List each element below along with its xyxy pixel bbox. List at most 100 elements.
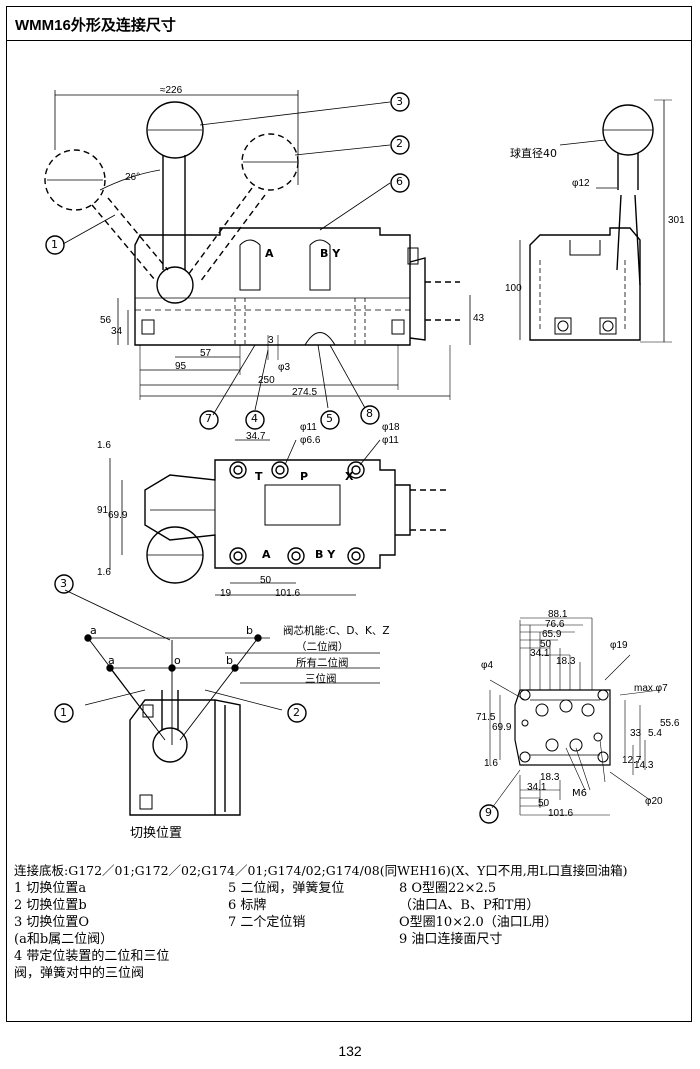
dim-phi-4: φ4 bbox=[481, 660, 494, 671]
note-item: 2 切换位置b bbox=[14, 898, 87, 913]
dim-88-1: 88.1 bbox=[548, 609, 568, 620]
dim-50-plan: 50 bbox=[260, 575, 272, 586]
port-label-by-plan: B Y bbox=[315, 548, 336, 561]
callout-3-switch: 3 bbox=[60, 577, 67, 590]
callout-2-switch: 2 bbox=[293, 706, 300, 719]
callout-6: 6 bbox=[396, 175, 403, 188]
dim-76-6: 76.6 bbox=[545, 619, 565, 630]
port-label-a-plan: A bbox=[262, 548, 271, 561]
switch-b-upper: b bbox=[246, 624, 253, 637]
callout-1: 1 bbox=[51, 238, 58, 251]
dim-301: 301 bbox=[668, 215, 685, 226]
dim-phi-3: φ3 bbox=[278, 362, 291, 373]
callout-4: 4 bbox=[251, 412, 258, 425]
dim-250: 250 bbox=[258, 375, 275, 386]
dim-phi-11-b: φ11 bbox=[382, 435, 399, 446]
note-item: (a和b属二位阀） bbox=[14, 932, 114, 947]
port-label-a: A bbox=[265, 247, 274, 260]
dim-91: 91 bbox=[97, 505, 109, 516]
dim-65-9: 65.9 bbox=[542, 629, 562, 640]
callout-3: 3 bbox=[396, 95, 403, 108]
switch-position-view bbox=[64, 589, 380, 816]
port-label-p: P bbox=[300, 470, 309, 483]
page-number: 132 bbox=[338, 1043, 362, 1059]
three-position-label: 三位阀 bbox=[305, 673, 337, 685]
note-item: 7 二个定位销 bbox=[228, 915, 306, 930]
dim-34-7: 34.7 bbox=[246, 431, 266, 442]
dim-phi-18: φ18 bbox=[382, 422, 400, 433]
spool-types-label: 阀芯机能:C、D、K、Z bbox=[283, 625, 390, 637]
dim-approx-226: ≈226 bbox=[160, 85, 183, 96]
dim-33: 33 bbox=[630, 728, 642, 739]
dim-5-4: 5.4 bbox=[648, 728, 662, 739]
port-label-by: B Y bbox=[320, 247, 341, 260]
two-position-label: （二位阀） bbox=[296, 641, 349, 653]
note-item: 3 切换位置O bbox=[14, 915, 90, 930]
dim-19: 19 bbox=[220, 588, 232, 599]
note-item: 8 O型圈22×2.5 bbox=[399, 881, 497, 896]
page-title: WMM16外形及连接尺寸 bbox=[15, 17, 176, 34]
dim-50-port: 50 bbox=[540, 639, 552, 650]
ball-diameter-label: 球直径40 bbox=[510, 147, 557, 160]
dim-71-5: 71.5 bbox=[476, 712, 496, 723]
callout-2: 2 bbox=[396, 137, 403, 150]
note-item: 阀，弹簧对中的三位阀 bbox=[14, 966, 145, 981]
dim-95: 95 bbox=[175, 361, 187, 372]
switch-caption: 切换位置 bbox=[130, 826, 183, 841]
dim-101-6-port: 101.6 bbox=[548, 808, 574, 819]
ball-position-a bbox=[44, 149, 106, 211]
dim-max-phi-7: max φ7 bbox=[634, 683, 668, 694]
thread-m6: M6 bbox=[572, 788, 587, 799]
all-two-position-label: 所有二位阀 bbox=[296, 657, 349, 669]
page-frame: WMM16外形及连接尺寸 bbox=[6, 6, 692, 1022]
switch-b-lower: b bbox=[226, 654, 233, 667]
dim-phi-12: φ12 bbox=[572, 178, 590, 189]
dim-34-1-bot: 34.1 bbox=[527, 782, 547, 793]
notes-column-3: 8 O型圈22×2.5 （油口A、B、P和T用） O型圈10×2.0（油口L用）… bbox=[399, 880, 557, 948]
dim-34: 34 bbox=[111, 326, 123, 337]
callout-5: 5 bbox=[326, 412, 333, 425]
dim-18-3-bot: 18.3 bbox=[540, 772, 560, 783]
switch-a-upper: a bbox=[90, 624, 97, 637]
dim-phi-19: φ19 bbox=[610, 640, 628, 651]
dim-56: 56 bbox=[100, 315, 112, 326]
dim-angle-26: 26° bbox=[125, 172, 141, 183]
note-item: （油口A、B、P和T用） bbox=[399, 898, 540, 913]
dim-18-3-top: 18.3 bbox=[556, 656, 576, 667]
note-item: 5 二位阀，弹簧复位 bbox=[228, 881, 345, 896]
title-bar: WMM16外形及连接尺寸 bbox=[7, 7, 691, 41]
dim-phi-20: φ20 bbox=[645, 796, 663, 807]
dim-1-6-top: 1.6 bbox=[97, 440, 111, 451]
side-elevation-view bbox=[519, 99, 672, 343]
dim-1-6-port: 1.6 bbox=[484, 758, 498, 769]
dim-57: 57 bbox=[200, 348, 212, 359]
note-item: 6 标牌 bbox=[228, 898, 267, 913]
legend-notes: 连接底板:G172／01;G172／02;G174／01;G174/02;G17… bbox=[14, 862, 684, 981]
dim-1-6-bot: 1.6 bbox=[97, 567, 111, 578]
notes-column-1: 1 切换位置a 2 切换位置b 3 切换位置O (a和b属二位阀） 4 带定位装… bbox=[14, 880, 169, 982]
dim-43: 43 bbox=[473, 313, 485, 324]
ball-position-b bbox=[241, 133, 299, 191]
note-item: 4 带定位装置的二位和三位 bbox=[14, 949, 170, 964]
callout-1-switch: 1 bbox=[60, 706, 67, 719]
dim-69-9: 69.9 bbox=[108, 510, 128, 521]
dim-101-6-plan: 101.6 bbox=[275, 588, 301, 599]
front-elevation-view bbox=[44, 90, 471, 430]
switch-a-lower: a bbox=[108, 654, 115, 667]
port-label-x: X bbox=[345, 470, 354, 483]
base-plate-note: 连接底板:G172／01;G172／02;G174／01;G174/02;G17… bbox=[14, 863, 628, 878]
dim-100: 100 bbox=[505, 283, 522, 294]
callout-9: 9 bbox=[485, 806, 492, 819]
dim-274-5: 274.5 bbox=[292, 387, 318, 398]
callout-7: 7 bbox=[205, 412, 212, 425]
port-label-t: T bbox=[255, 470, 263, 483]
dim-3: 3 bbox=[268, 335, 274, 346]
note-item: 9 油口连接面尺寸 bbox=[399, 932, 503, 947]
note-item: O型圈10×2.0（油口L用） bbox=[399, 915, 558, 930]
dim-50-port-bot: 50 bbox=[538, 798, 550, 809]
notes-column-2: 5 二位阀，弹簧复位 6 标牌 7 二个定位销 bbox=[228, 880, 344, 931]
lever-pivot bbox=[156, 266, 194, 304]
dim-phi-6-6: φ6.6 bbox=[300, 435, 321, 446]
ball-neutral bbox=[146, 101, 204, 159]
